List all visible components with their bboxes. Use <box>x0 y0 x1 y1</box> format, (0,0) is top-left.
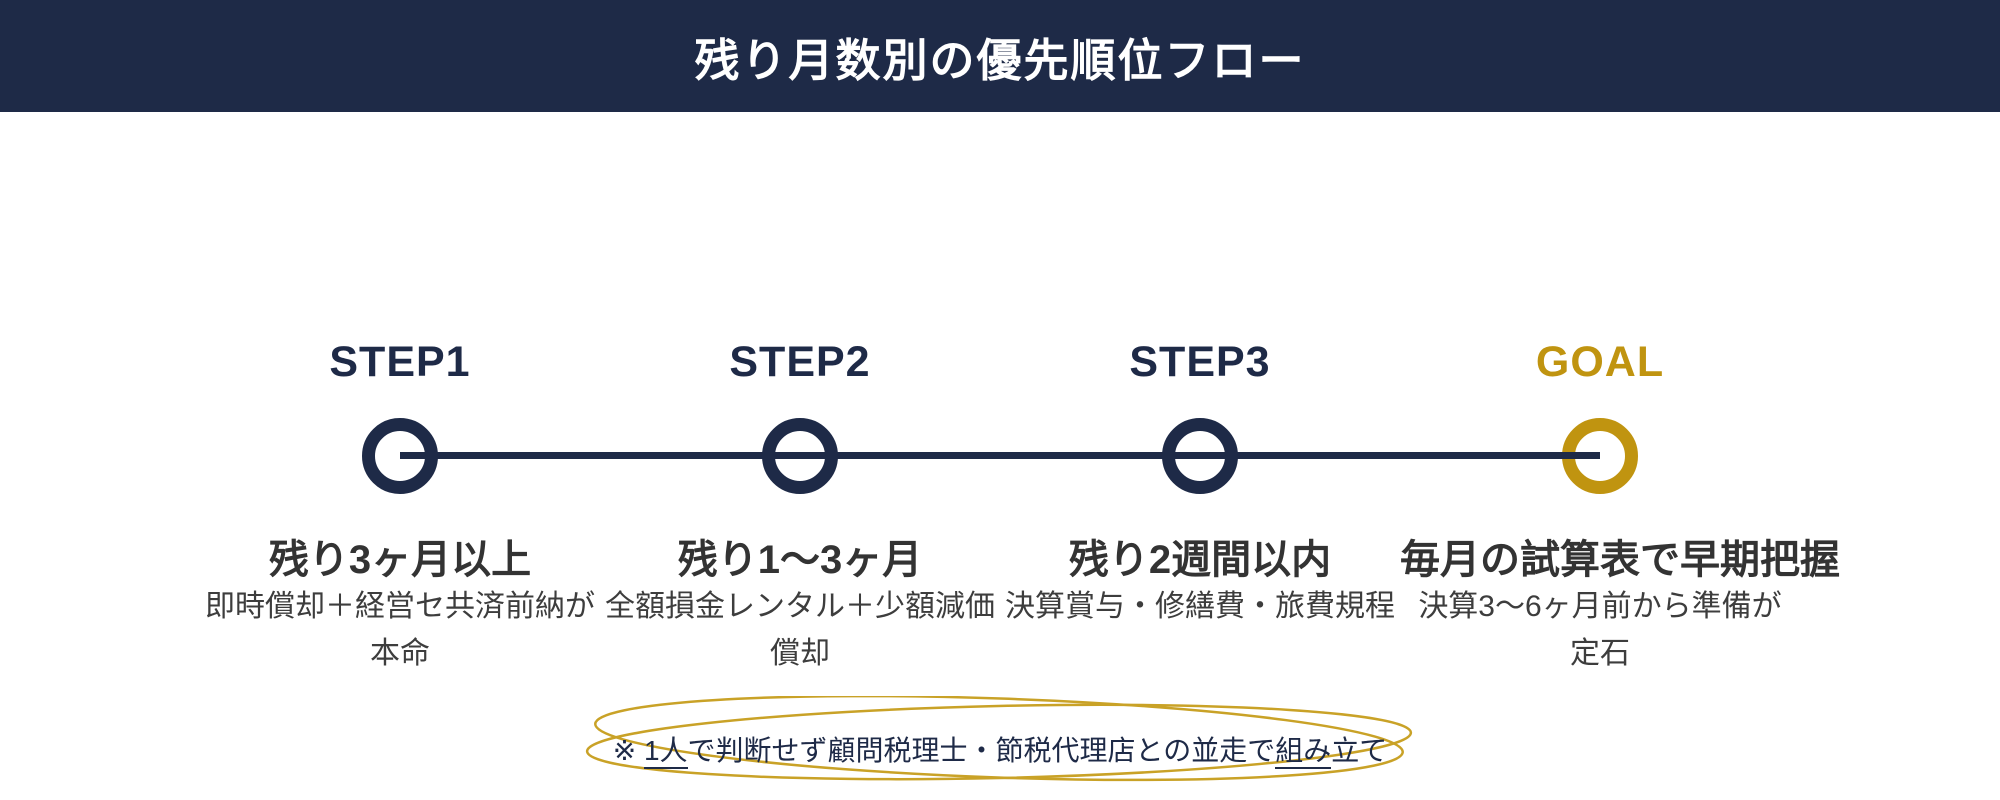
goal-description: 決算3〜6ヶ月前から準備が定石 <box>1418 590 1782 670</box>
footnote-underline-2: 組み <box>1275 735 1332 769</box>
goal-title: 毎月の試算表で早期把握 <box>1400 538 1840 582</box>
step1-description: 即時償却＋経営セ共済前納が本命 <box>205 590 595 670</box>
page-title: 残り月数別の優先順位フロー <box>694 34 1306 86</box>
footnote: ※ 1人で判断せず顧問税理士・節税代理店との並走で組み立て <box>0 731 2000 771</box>
footnote-suffix: 立て <box>1331 735 1388 766</box>
step2-label: STEP2 <box>729 338 871 386</box>
step1-title: 残り3ヶ月以上 <box>268 538 532 582</box>
step2-title: 残り1〜3ヶ月 <box>677 538 923 582</box>
footnote-prefix: ※ <box>612 735 644 766</box>
footnote-highlight-ellipse <box>585 696 1413 782</box>
step3-title: 残り2週間以内 <box>1068 538 1332 582</box>
step3-description: 決算賞与・修繕費・旅費規程 <box>1005 590 1395 623</box>
goal-label: GOAL <box>1535 338 1665 386</box>
footnote-underline-1: 1人 <box>643 735 688 769</box>
step2-description: 全額損金レンタル＋少額減価償却 <box>605 590 995 670</box>
step3-label: STEP3 <box>1129 338 1271 386</box>
step1-label: STEP1 <box>329 338 471 386</box>
footnote-middle: で判断せず顧問税理士・節税代理店との並走で <box>687 735 1276 766</box>
timeline-line <box>400 452 1600 459</box>
header-bar: 残り月数別の優先順位フロー <box>0 0 2000 112</box>
